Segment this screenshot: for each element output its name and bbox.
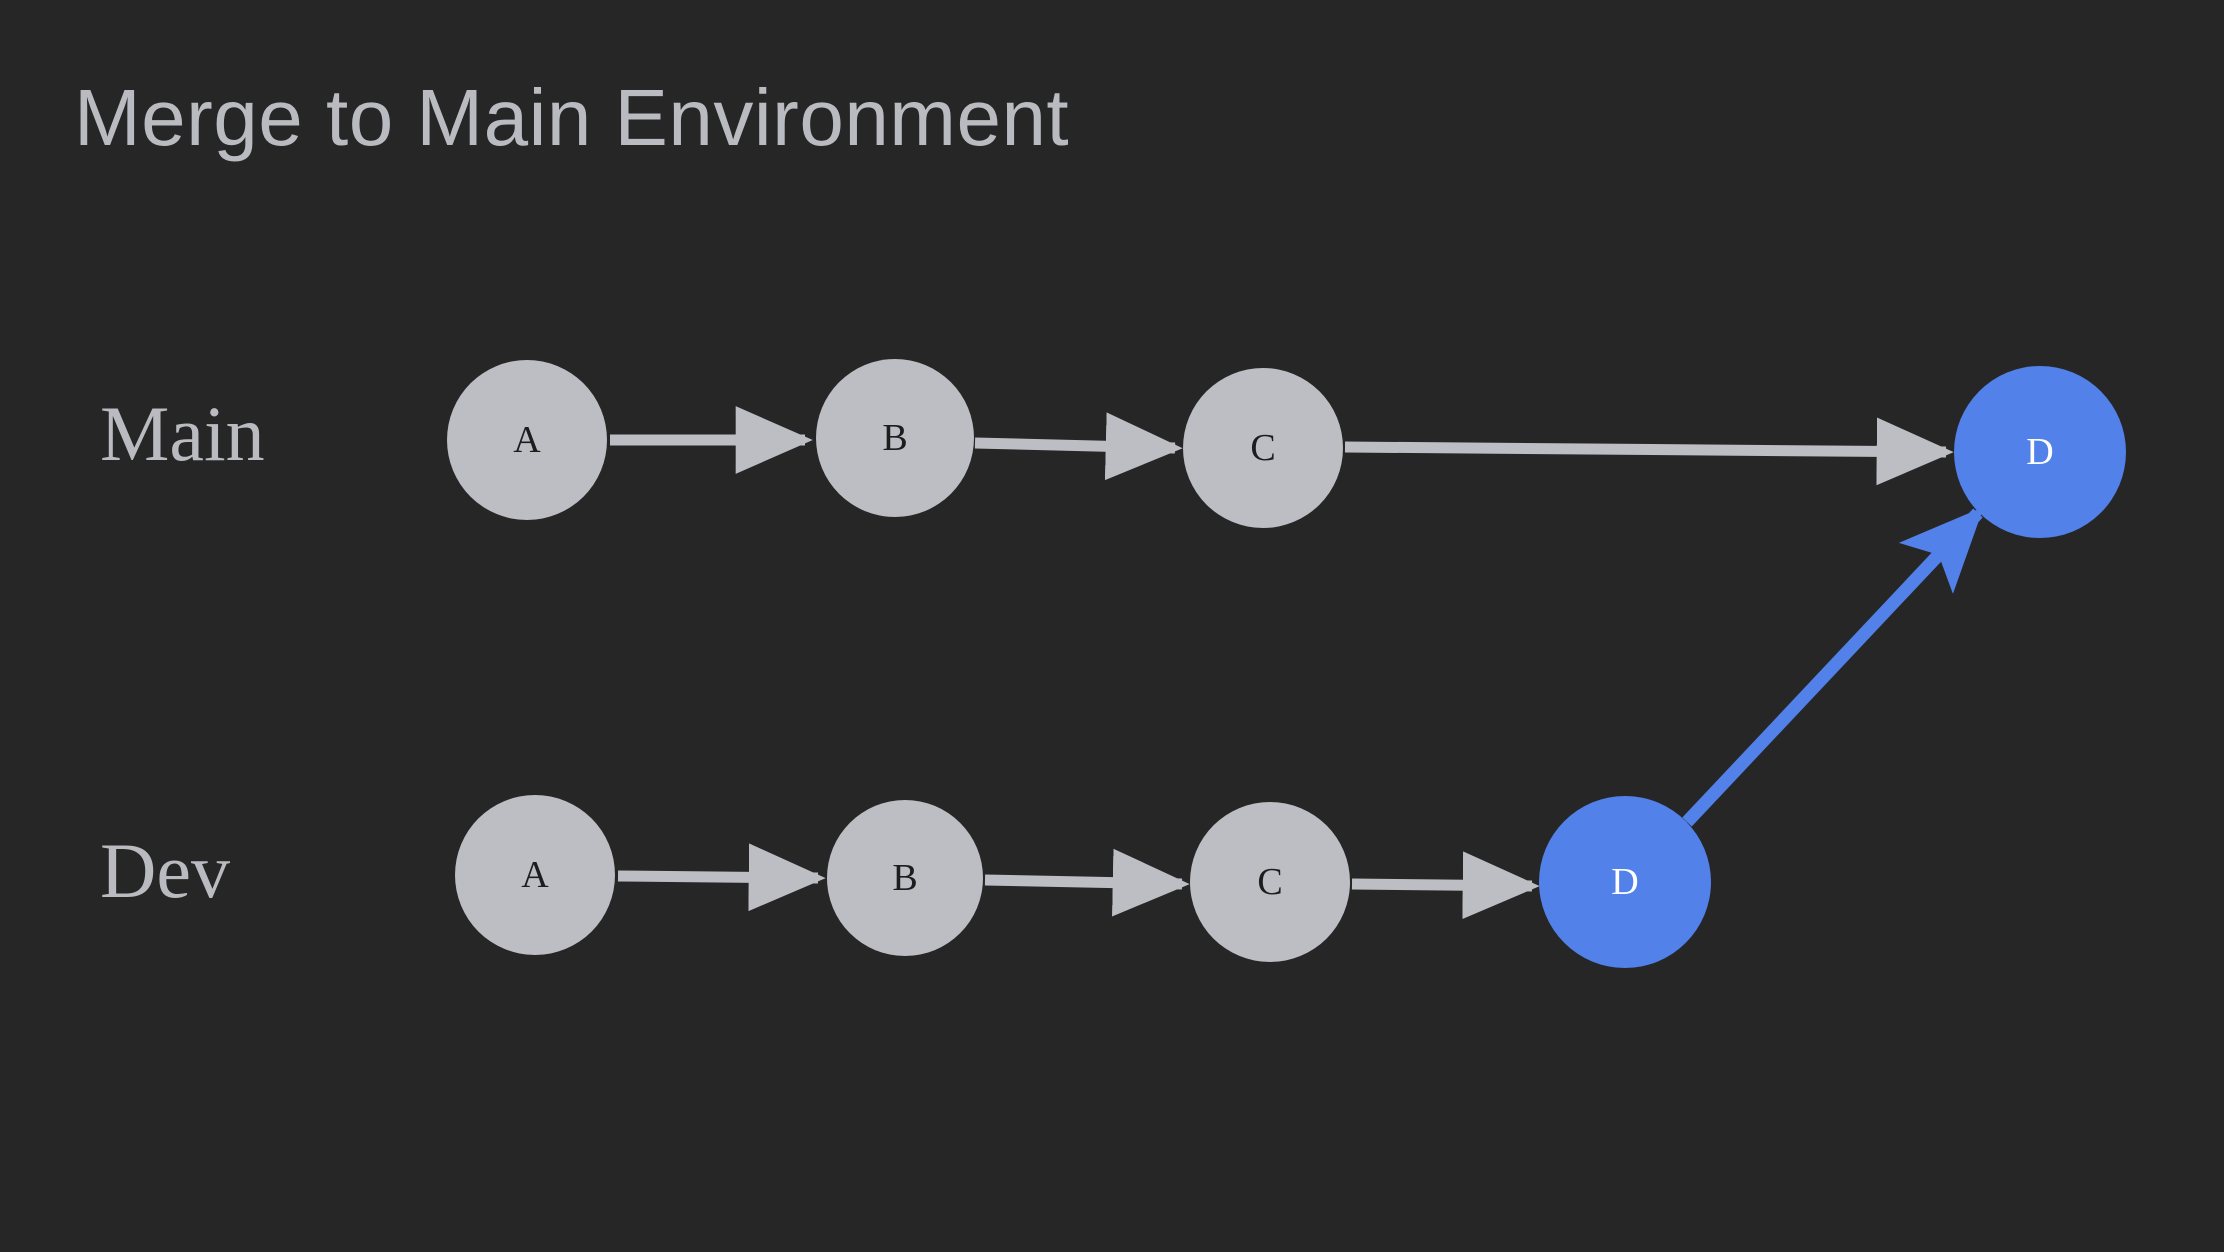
commit-node-dev-a[interactable]: A [455,795,615,955]
commit-node-main-c[interactable]: C [1183,368,1343,528]
commit-node-main-b[interactable]: B [816,359,974,517]
commit-node-label: C [1250,427,1276,469]
commit-edge [617,843,826,912]
commit-edge [984,848,1190,917]
branch-label-main: Main [100,390,265,477]
commit-edge [1351,851,1540,920]
commit-node-main-d[interactable]: D [1954,366,2126,538]
commit-edge [974,412,1183,481]
commit-node-dev-d[interactable]: D [1539,796,1711,968]
commit-node-label: D [2026,431,2054,473]
commit-node-label: C [1257,861,1283,903]
commit-node-label: D [1611,861,1639,903]
commit-node-label: A [521,854,549,896]
commit-node-dev-b[interactable]: B [827,800,983,956]
commit-edge [1344,417,1954,486]
merge-edge [1682,506,1984,827]
page-title: Merge to Main Environment [74,73,1070,162]
commit-node-dev-c[interactable]: C [1190,802,1350,962]
commit-node-label: B [892,857,918,899]
commit-node-label: B [882,417,908,459]
commit-node-main-a[interactable]: A [447,360,607,520]
commit-node-label: A [513,419,541,461]
branch-label-dev: Dev [100,827,230,914]
